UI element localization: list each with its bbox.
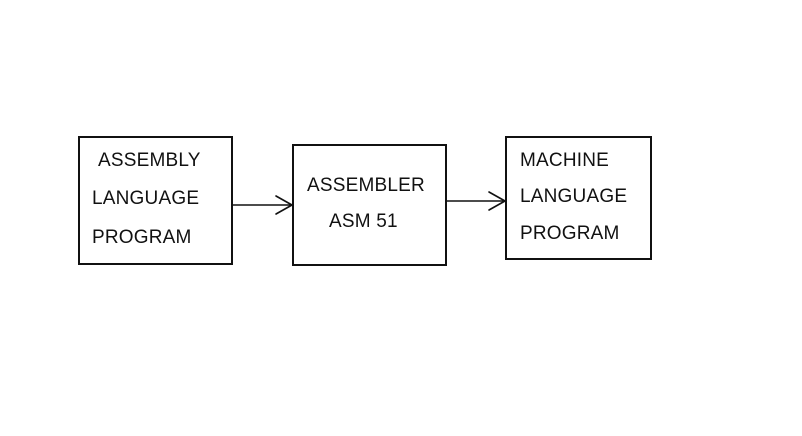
arrow-assembler-to-machine	[446, 191, 506, 211]
machine-box-line-1: MACHINE	[520, 150, 610, 171]
machine-box-line-3: PROGRAM	[520, 223, 620, 244]
assembler-box-line-1: ASSEMBLER	[307, 175, 425, 196]
assembler-box: ASSEMBLER ASM 51	[292, 144, 447, 266]
assembler-box-line-2: ASM 51	[329, 211, 398, 232]
assembly-box-line-1: ASSEMBLY	[98, 150, 201, 171]
assembly-box-line-2: LANGUAGE	[92, 188, 200, 209]
assembly-language-program-box: ASSEMBLY LANGUAGE PROGRAM	[78, 136, 233, 265]
assembly-box-line-3: PROGRAM	[92, 227, 192, 248]
machine-language-program-box: MACHINE LANGUAGE PROGRAM	[505, 136, 652, 260]
arrow-assembly-to-assembler	[232, 195, 293, 215]
machine-box-line-2: LANGUAGE	[520, 186, 628, 207]
